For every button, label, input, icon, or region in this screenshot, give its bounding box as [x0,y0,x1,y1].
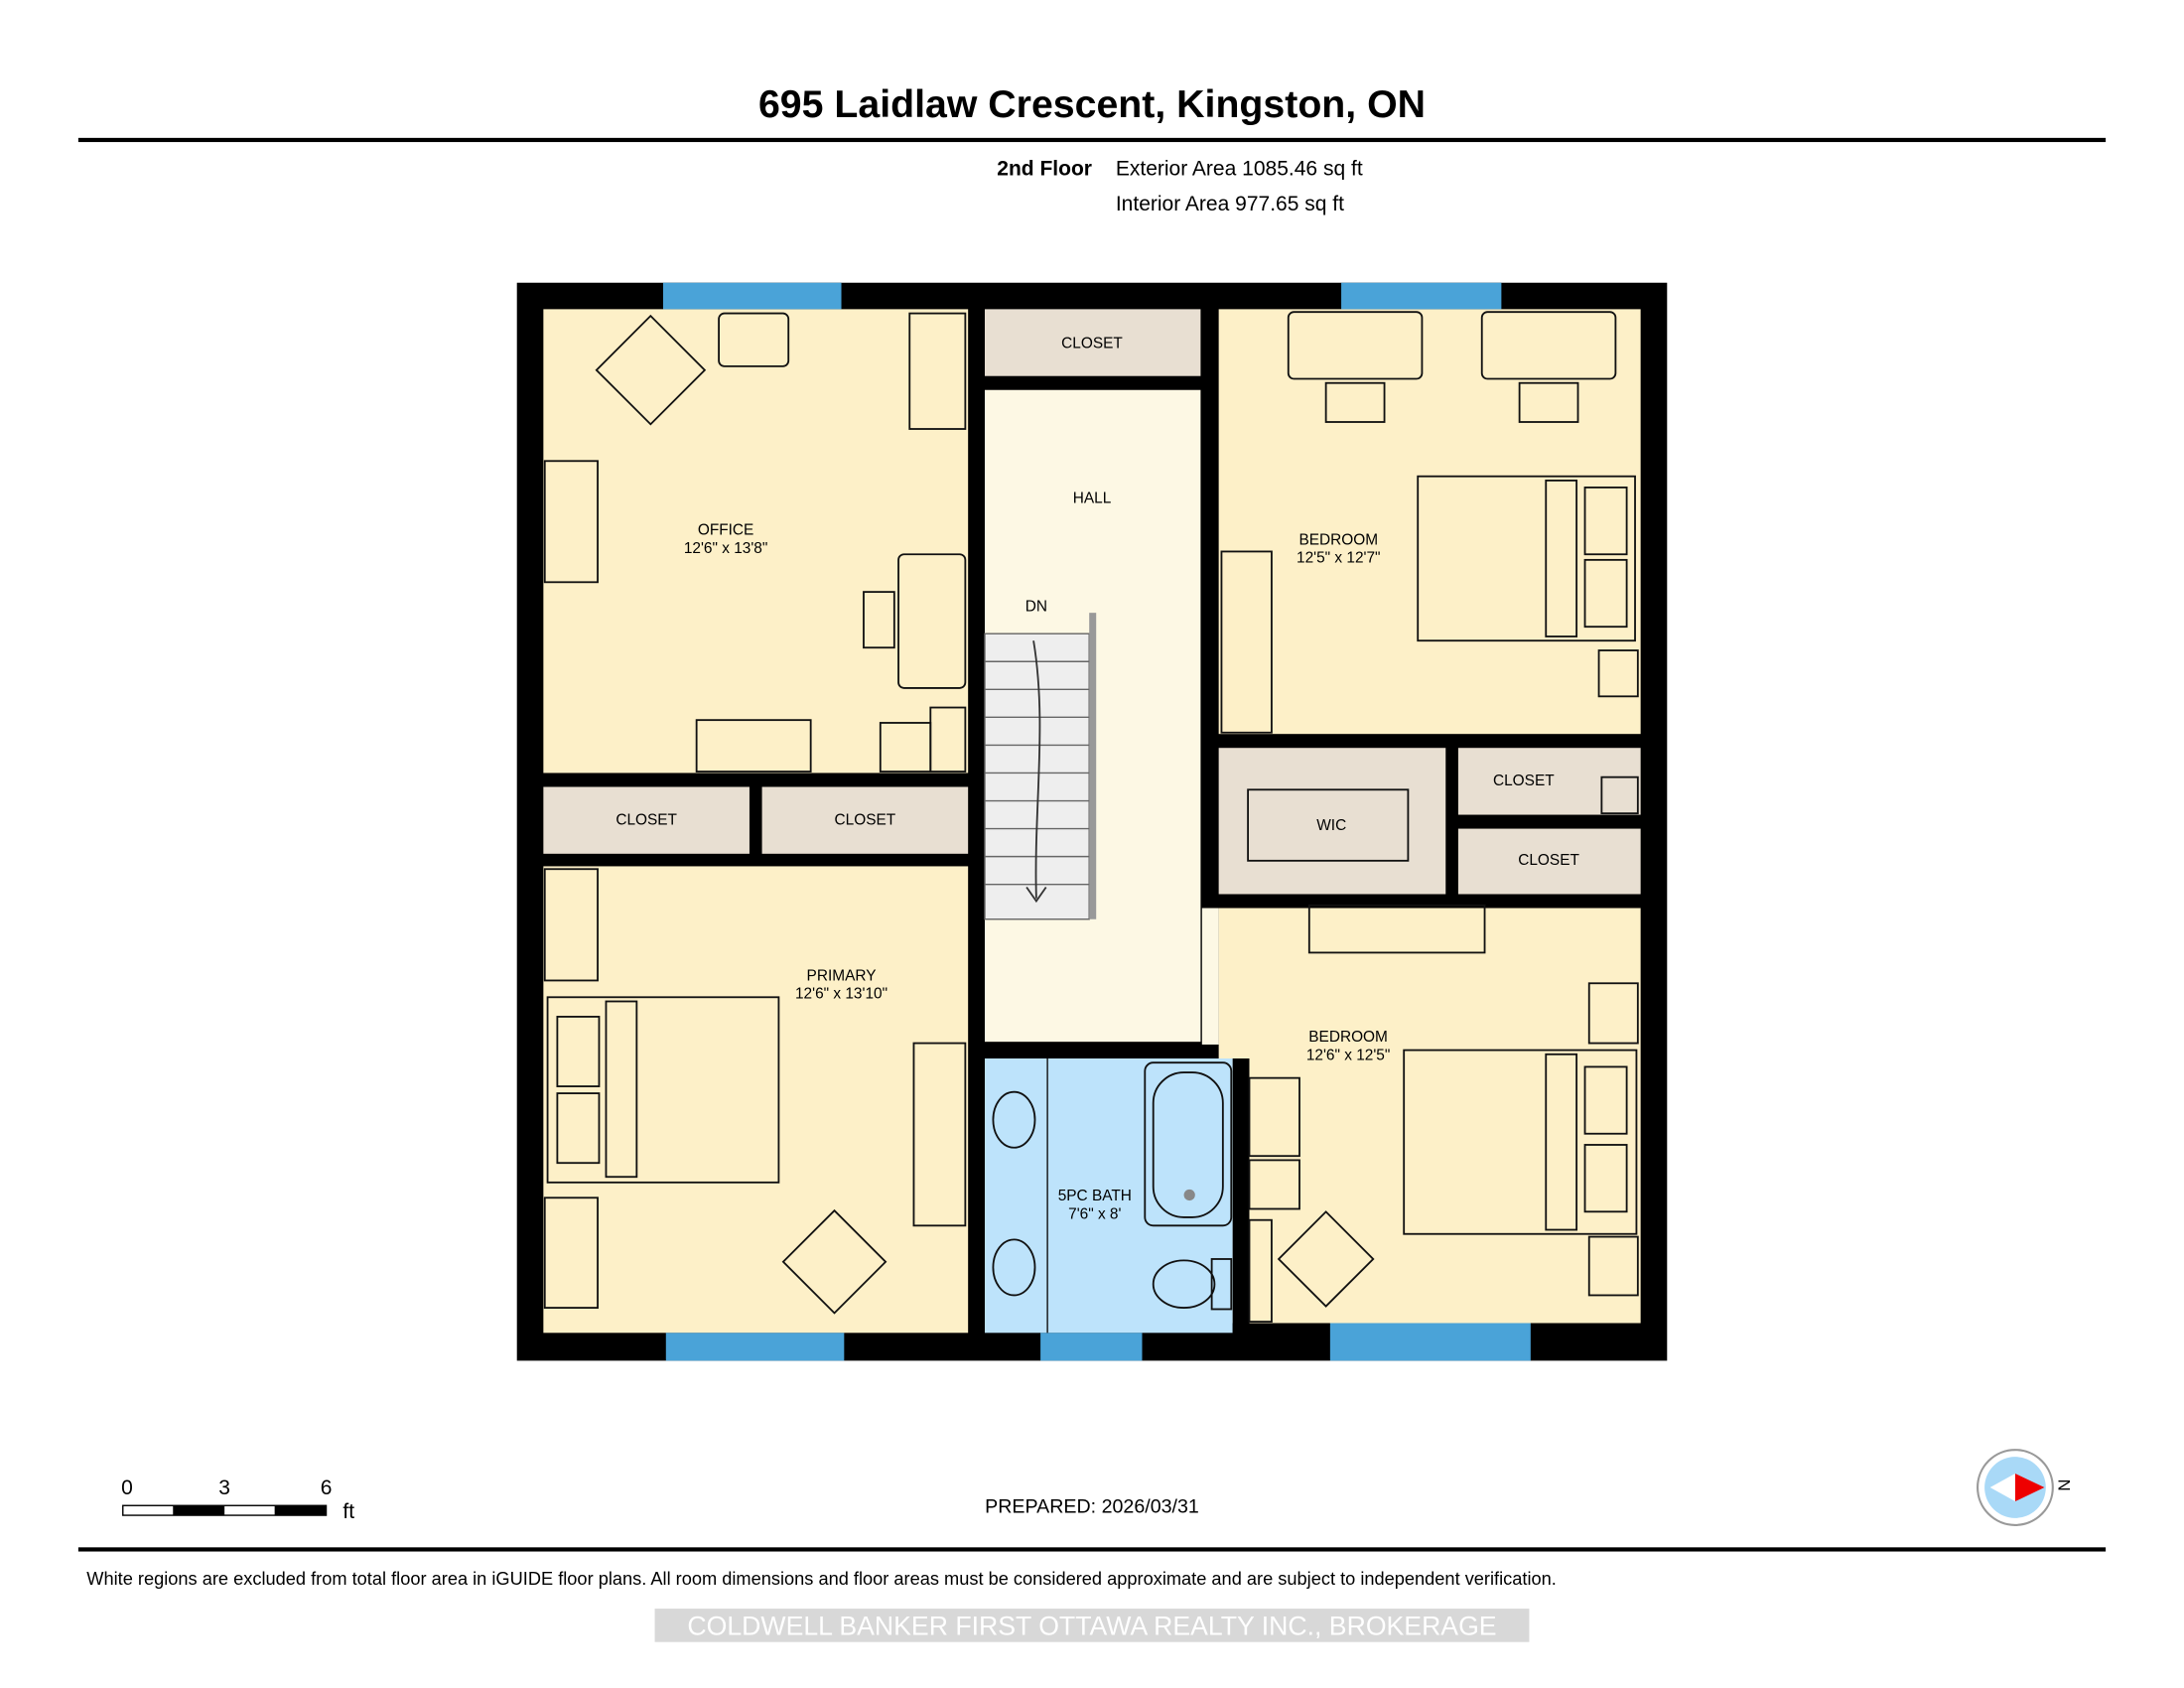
disclaimer: White regions are excluded from total fl… [86,1568,1557,1589]
room-label-closet: CLOSET [615,811,677,828]
window [665,1333,845,1361]
room-label-closet: CLOSET [1493,773,1555,789]
floor-label: 2nd Floor [997,158,1092,181]
room-label-bath: 5PC BATH [1058,1188,1132,1204]
room-label-hall: HALL [1073,490,1112,506]
floor-plan: OFFICE 12'6" x 13'8" CLOSET HALL DN BEDR… [516,282,1668,1361]
window [1040,1333,1143,1361]
room-label-wic: WIC [1316,817,1346,834]
room-label-bedroom: BEDROOM [1298,531,1378,548]
exterior-area: Exterior Area 1085.46 sq ft [1116,158,1363,181]
compass-icon: N [1977,1449,2073,1526]
room-office [543,309,969,774]
room-closet-right-b [1457,828,1641,895]
prepared-date: PREPARED: 2026/03/31 [985,1495,1199,1517]
scale-bar: 0 3 6 ft [121,1477,354,1523]
scale-label: 6 [321,1477,333,1499]
compass-label: N [2054,1479,2073,1491]
room-label-closet: CLOSET [1518,852,1579,869]
room-dims-primary: 12'6" x 13'10" [795,986,887,1003]
room-dims-office: 12'6" x 13'8" [684,540,768,557]
stairs [984,613,1097,920]
watermark: COLDWELL BANKER FIRST OTTAWA REALTY INC.… [687,1612,1496,1641]
room-label-bedroom: BEDROOM [1308,1029,1388,1046]
room-bedroom-top [1218,309,1641,735]
room-dims-bath: 7'6" x 8' [1068,1205,1121,1222]
interior-area: Interior Area 977.65 sq ft [1116,193,1344,215]
watermark-bg [654,1609,1530,1642]
scale-label: 3 [218,1477,230,1499]
room-label-primary: PRIMARY [807,967,877,984]
room-dims-bedroom: 12'5" x 12'7" [1297,550,1381,567]
room-primary [543,866,969,1334]
page-title: 695 Laidlaw Crescent, Kingston, ON [758,82,1426,126]
furniture [543,311,1639,1334]
room-bedroom-bottom [1218,908,1641,1324]
room-dims-bedroom: 12'6" x 12'5" [1306,1047,1391,1063]
room-label-office: OFFICE [698,522,754,539]
room-closet-left-a [543,786,750,854]
scale-label: 0 [121,1477,133,1499]
stairs-label: DN [1025,599,1047,616]
room-closet-left-b [761,786,969,854]
bath-wall [1232,1058,1250,1334]
window [1329,1323,1531,1361]
room-label-closet: CLOSET [1061,336,1123,352]
header-divider [77,137,2107,143]
window [662,282,842,310]
window [1341,282,1502,310]
room-closet-right-a [1457,748,1641,815]
hall-door-gap [1201,908,1219,1045]
room-closet-top [984,309,1201,376]
room-label-closet: CLOSET [835,811,896,828]
scale-unit: ft [342,1500,354,1523]
footer-divider [77,1547,2107,1552]
